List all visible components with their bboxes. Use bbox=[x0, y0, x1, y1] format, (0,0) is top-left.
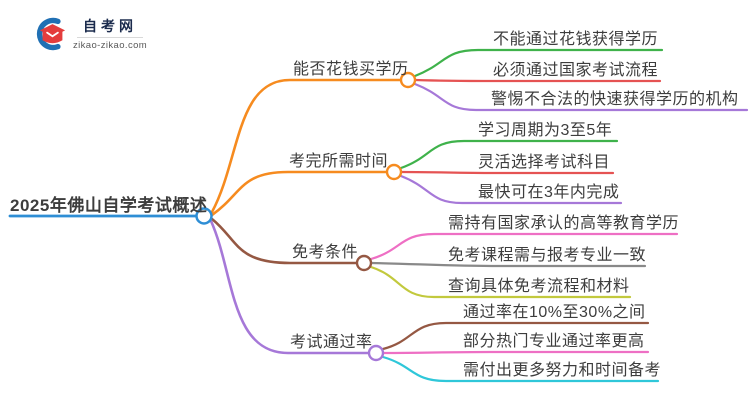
edge-branch-2-child-3 bbox=[399, 174, 623, 205]
branch-1-node-handle bbox=[399, 71, 417, 89]
edge-branch-4-child-2 bbox=[382, 350, 650, 355]
edge-branch-3-child-3 bbox=[369, 265, 632, 299]
central-topic-label: 2025年佛山自学考试概述 bbox=[10, 196, 208, 215]
branch-topic-3: 免考条件 bbox=[292, 244, 359, 261]
edge-branch-2-child-1 bbox=[399, 139, 619, 170]
edge-branch-1-child-1 bbox=[413, 48, 664, 78]
edge-branch-4-child-1 bbox=[381, 321, 650, 351]
branch-topic-4: 考试通过率 bbox=[290, 334, 373, 351]
subtopic-3-1: 需持有国家承认的高等教育学历 bbox=[448, 215, 680, 232]
edge-branch-3 bbox=[210, 217, 358, 265]
branch-3-node-handle bbox=[355, 254, 373, 272]
logo-domain: zikao-zikao.com bbox=[73, 40, 148, 52]
branch-topic-2: 考完所需时间 bbox=[289, 153, 389, 170]
logo-title: 自考网 bbox=[83, 17, 138, 34]
edge-branch-3-child-1 bbox=[369, 232, 679, 261]
edge-branch-2 bbox=[210, 170, 388, 217]
subtopic-4-2: 部分热门专业通过率更高 bbox=[463, 333, 645, 350]
edge-branch-1-child-2 bbox=[414, 78, 662, 83]
central-node-handle bbox=[195, 207, 213, 225]
subtopic-3-2: 免考课程需与报考专业一致 bbox=[448, 247, 647, 264]
edge-branch-1-child-3 bbox=[413, 82, 749, 112]
edge-branch-4 bbox=[209, 219, 370, 355]
edge-branch-2-child-2 bbox=[400, 170, 615, 175]
subtopic-4-3: 需付出更多努力和时间备考 bbox=[463, 362, 662, 379]
subtopic-4-1: 通过率在10%至30%之间 bbox=[463, 304, 646, 321]
edge-branch-4-child-3 bbox=[381, 355, 660, 383]
edge-branch-3-child-2 bbox=[370, 261, 647, 268]
branch-4-node-handle bbox=[367, 344, 385, 362]
subtopic-1-3: 警惕不合法的快速获得学历的机构 bbox=[491, 91, 739, 108]
branch-2-node-handle bbox=[385, 163, 403, 181]
subtopic-1-2: 必须通过国家考试流程 bbox=[493, 62, 659, 79]
branch-topic-1: 能否花钱买学历 bbox=[293, 61, 409, 78]
subtopic-2-2: 灵活选择考试科目 bbox=[478, 154, 611, 171]
subtopic-2-1: 学习周期为3至5年 bbox=[478, 122, 613, 139]
logo-divider bbox=[77, 37, 144, 39]
site-logo: 自考网 zikao-zikao.com bbox=[30, 16, 147, 52]
subtopic-1-1: 不能通过花钱获得学历 bbox=[493, 31, 659, 48]
subtopic-3-3: 查询具体免考流程和材料 bbox=[448, 278, 630, 295]
edge-branch-1 bbox=[210, 78, 402, 214]
zikao-logo-icon bbox=[36, 17, 66, 51]
subtopic-2-3: 最快可在3年内完成 bbox=[478, 184, 620, 201]
